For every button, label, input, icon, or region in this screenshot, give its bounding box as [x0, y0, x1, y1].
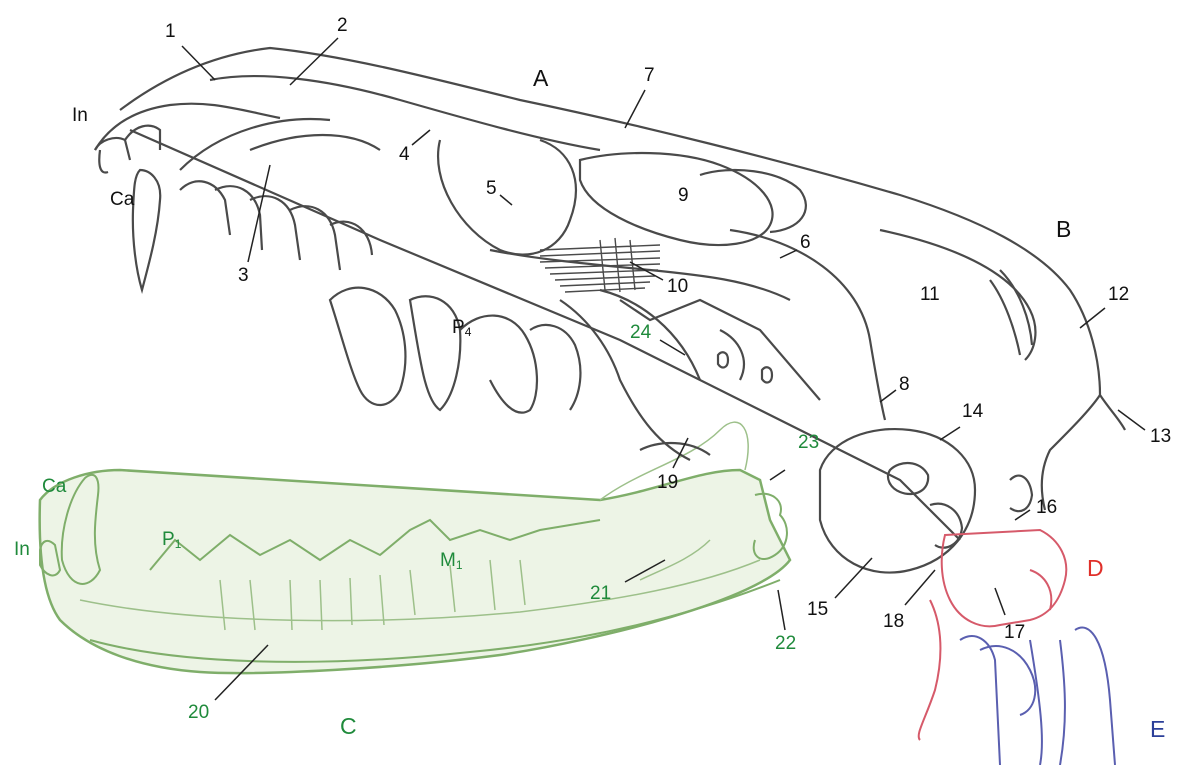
- lower-m1-main: M: [440, 550, 456, 571]
- label-8: 8: [899, 375, 910, 394]
- leader-5: [500, 195, 512, 205]
- leader-1: [182, 46, 215, 80]
- label-5: 5: [486, 179, 497, 198]
- leader-4: [412, 130, 430, 145]
- atlas-wing: [919, 570, 1052, 740]
- upper-p4-main: P: [452, 317, 465, 338]
- region-label-c: C: [340, 715, 357, 738]
- region-label-a: A: [533, 67, 548, 90]
- lower-p1-main: P: [162, 529, 175, 550]
- label-21: 21: [590, 584, 611, 603]
- occipital-curves: [990, 270, 1032, 355]
- upper-incisors: [95, 126, 160, 173]
- nuchal-crest: [1042, 395, 1100, 510]
- label-14: 14: [962, 402, 983, 421]
- label-7: 7: [644, 66, 655, 85]
- label-1: 1: [165, 22, 176, 41]
- upper-canine: [133, 170, 160, 290]
- label-23: 23: [798, 433, 819, 452]
- upper-canine-label: Ca: [110, 190, 134, 209]
- upper-p4-label: P4: [452, 318, 471, 338]
- temporal-fossa: [580, 153, 773, 245]
- region-label-d: D: [1087, 557, 1104, 580]
- occipital-condyle: [1010, 476, 1032, 511]
- mandible-body: [40, 470, 790, 673]
- lower-canine-label: Ca: [42, 477, 66, 496]
- foramina: [718, 352, 772, 382]
- braincase-line: [730, 230, 885, 420]
- leader-14: [940, 427, 960, 440]
- leader-2: [290, 38, 338, 85]
- label-24: 24: [630, 323, 651, 342]
- orbit-rim: [438, 140, 576, 255]
- molars: [460, 316, 580, 413]
- leader-3: [248, 165, 270, 262]
- label-2: 2: [337, 16, 348, 35]
- axis-vertebra: [960, 628, 1115, 765]
- label-6: 6: [800, 233, 811, 252]
- lower-incisor-label: In: [14, 540, 30, 559]
- label-19: 19: [657, 473, 678, 492]
- label-17: 17: [1004, 623, 1025, 642]
- lower-m1-label: M1: [440, 551, 463, 571]
- leader-17: [995, 588, 1005, 615]
- leader-8: [880, 390, 896, 402]
- lower-p1-sub: 1: [175, 537, 182, 551]
- lower-p1-label: P1: [162, 530, 181, 550]
- maxilla-lines: [180, 119, 380, 170]
- region-label-b: B: [1056, 218, 1071, 241]
- upper-p4-sub: 4: [465, 325, 472, 339]
- temporal-oval: [700, 170, 806, 232]
- label-20: 20: [188, 703, 209, 722]
- label-22: 22: [775, 634, 796, 653]
- carnassial-p4: [330, 288, 460, 410]
- label-15: 15: [807, 600, 828, 619]
- label-10: 10: [667, 277, 688, 296]
- axis-dens: [980, 646, 1035, 715]
- label-9: 9: [678, 186, 689, 205]
- leader-23: [770, 470, 785, 480]
- label-13: 13: [1150, 427, 1171, 446]
- leader-22: [778, 590, 785, 630]
- occipital-crest-inner: [880, 230, 1035, 360]
- leader-7: [625, 90, 645, 128]
- label-3: 3: [238, 266, 249, 285]
- label-18: 18: [883, 612, 904, 631]
- label-4: 4: [399, 145, 410, 164]
- label-16: 16: [1036, 498, 1057, 517]
- zygomatic-arch: [490, 250, 790, 300]
- region-label-e: E: [1150, 718, 1165, 741]
- leader-6: [780, 250, 797, 258]
- label-12: 12: [1108, 285, 1129, 304]
- upper-incisor-label: In: [72, 106, 88, 125]
- skull-dorsal-outline: [120, 48, 1125, 430]
- lower-m1-sub: 1: [456, 558, 463, 572]
- label-11: 11: [920, 285, 940, 304]
- atlas-vertebra: [919, 530, 1067, 740]
